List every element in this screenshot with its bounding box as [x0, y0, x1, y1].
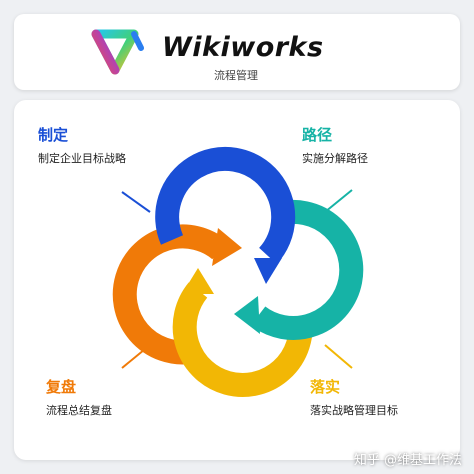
connector-implement [324, 344, 353, 369]
stage-title-define: 制定 [38, 126, 69, 144]
yellow-arrow-icon [172, 268, 313, 397]
wikiworks-logo-icon [91, 29, 144, 75]
watermark-text: 知乎 @维基工作法 [353, 453, 462, 468]
teal-arrow-icon [234, 200, 364, 340]
stage-title-implement: 落实 [310, 378, 341, 396]
stage-title-review: 复盘 [46, 378, 77, 396]
blue-arrow-icon [155, 146, 296, 284]
header-card: Wikiworks 流程管理 [14, 14, 460, 90]
stage-desc-define: 制定企业目标战略 [38, 152, 126, 165]
connector-define [121, 191, 151, 213]
brand-name: Wikiworks [162, 32, 324, 63]
orange-arrow-icon [112, 224, 242, 365]
stage-desc-review: 流程总结复盘 [46, 404, 112, 417]
stage-title-path: 路径 [302, 126, 333, 144]
stage-desc-path: 实施分解路径 [302, 152, 368, 165]
connector-path [324, 189, 353, 213]
stage-desc-implement: 落实战略管理目标 [310, 404, 398, 417]
header-subtitle: 流程管理 [214, 69, 258, 82]
